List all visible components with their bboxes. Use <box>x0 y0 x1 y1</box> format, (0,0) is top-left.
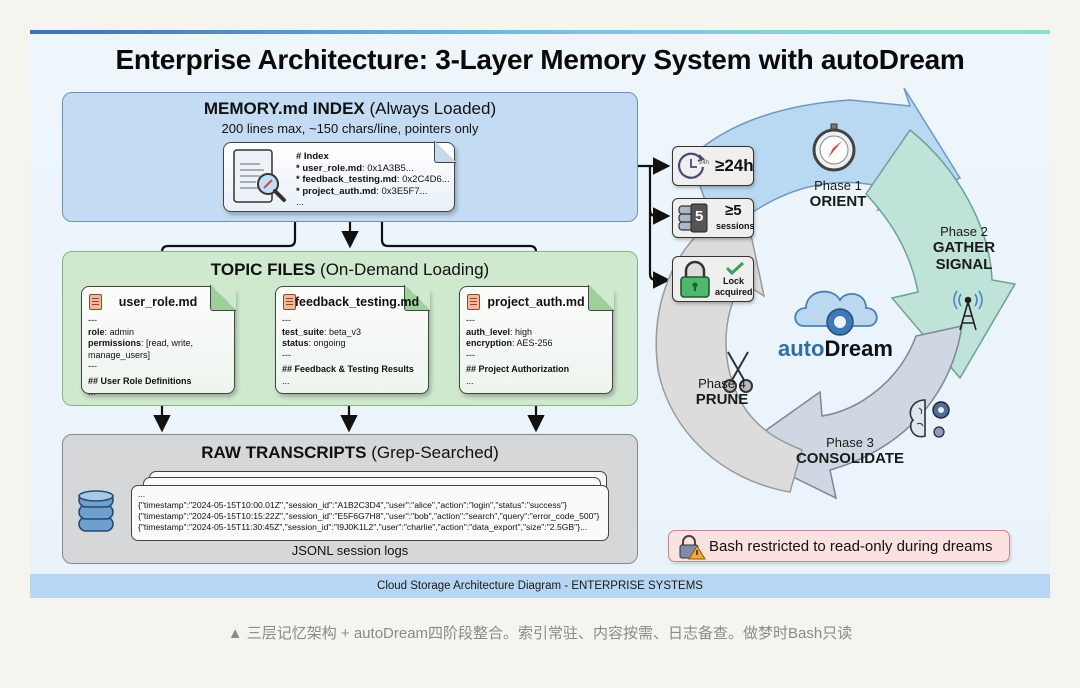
sessions-database-icon <box>678 203 708 233</box>
page-fold <box>210 285 236 311</box>
database-icon <box>78 490 114 532</box>
transcripts-caption: JSONL session logs <box>291 543 409 558</box>
diagram-footer: Cloud Storage Architecture Diagram - ENT… <box>30 574 1050 598</box>
autodream-logo-text: autoDream <box>778 336 893 361</box>
topic-file-content: --- role: admin permissions: [read, writ… <box>88 315 194 397</box>
index-to-trigger-arrows <box>638 157 671 289</box>
topic-file-content: --- test_suite: beta_v3 status: ongoing … <box>282 315 414 386</box>
cloud-gear-icon <box>794 290 878 336</box>
connector-arrows <box>153 87 1017 500</box>
topic-files-layer: TOPIC FILES (On-Demand Loading) user_rol… <box>62 251 638 406</box>
autodream-cycle <box>655 87 1017 500</box>
magnified-document-icon <box>233 149 286 203</box>
raw-transcripts-layer: RAW TRANSCRIPTS (Grep-Searched) ... {"ti… <box>62 434 638 564</box>
trigger-sublabel: sessions <box>716 221 755 231</box>
file-list-icon <box>89 294 102 310</box>
readonly-warning-banner: Bash restricted to read-only during drea… <box>668 530 1010 562</box>
file-list-icon <box>283 294 296 310</box>
figure-caption: ▲ 三层记忆架构 + autoDream四阶段整合。索引常驻、内容按需、日志备查… <box>227 625 853 642</box>
topic-file-name: feedback_testing.md <box>294 295 420 309</box>
trigger-24h[interactable]: 24h ≥24h <box>672 146 754 186</box>
clock-label: 24h <box>699 160 710 166</box>
trigger-label: ≥24h <box>715 156 754 175</box>
diagram-card: Enterprise Architecture: 3-Layer Memory … <box>30 30 1050 598</box>
topic-layer-heading: TOPIC FILES (On-Demand Loading) <box>210 260 490 279</box>
accent-bar <box>30 30 1050 34</box>
file-list-icon <box>467 294 480 310</box>
compass-icon <box>812 123 856 172</box>
transcripts-layer-heading: RAW TRANSCRIPTS (Grep-Searched) <box>201 443 499 462</box>
check-icon <box>725 261 745 276</box>
trigger-lock[interactable]: Lock acquired <box>672 256 754 302</box>
topic-file-project-auth[interactable]: project_auth.md --- auth_level: high enc… <box>459 285 614 394</box>
phase1-arrow <box>689 87 962 273</box>
brain-gears-icon <box>909 399 950 438</box>
jsonl-lines: ... {"timestamp":"2024-05-15T10:00.01Z",… <box>138 489 599 533</box>
index-layer-heading: MEMORY.md INDEX (Always Loaded) <box>203 99 497 118</box>
index-to-topics-arrows <box>153 220 545 275</box>
clock-24h-icon <box>677 152 705 179</box>
topic-file-feedback-testing[interactable]: feedback_testing.md --- test_suite: beta… <box>275 285 430 394</box>
topic-file-content: --- auth_level: high encryption: AES-256… <box>466 315 570 386</box>
index-document[interactable]: # Index * user_role.md: 0x1A3B5... * fee… <box>223 141 456 212</box>
log-line: {"timestamp":"2024-05-15T10:00.01Z","ses… <box>138 500 567 510</box>
memory-index-layer: MEMORY.md INDEX (Always Loaded) 200 line… <box>62 92 638 222</box>
padlock-icon <box>680 260 710 298</box>
log-line: {"timestamp":"2024-05-15T11:30:45Z","ses… <box>138 522 588 532</box>
page-fold <box>404 285 430 311</box>
jsonl-log-sheet[interactable]: ... {"timestamp":"2024-05-15T10:00.01Z",… <box>131 485 609 541</box>
trigger-sessions[interactable]: 5 ≥5 sessions <box>672 198 755 238</box>
index-entries: # Index * user_role.md: 0x1A3B5... * fee… <box>296 151 450 209</box>
page-fold <box>588 285 614 311</box>
index-entry: ... <box>296 197 304 208</box>
log-line: {"timestamp":"2024-05-15T10:15:22Z","ses… <box>138 511 600 521</box>
page-fold <box>434 141 456 163</box>
topic-file-name: project_auth.md <box>487 295 585 309</box>
signal-tower-icon <box>953 290 983 331</box>
index-entry: # Index <box>296 151 329 162</box>
session-count-badge: 5 <box>695 208 704 225</box>
scissors-icon <box>723 351 753 393</box>
index-entry: * feedback_testing.md: 0x2C4D6... <box>296 174 450 185</box>
trigger-label: ≥5 <box>725 202 742 219</box>
index-layer-subtitle: 200 lines max, ~150 chars/line, pointers… <box>221 121 479 136</box>
trigger-sublabel: acquired <box>715 287 753 297</box>
warning-text: Bash restricted to read-only during drea… <box>709 538 993 555</box>
topic-file-name: user_role.md <box>118 295 198 309</box>
index-entry: * project_auth.md: 0x3E5F7... <box>296 185 428 197</box>
diagram-title: Enterprise Architecture: 3-Layer Memory … <box>115 44 965 75</box>
topic-file-user-role[interactable]: user_role.md --- role: admin permissions… <box>81 285 236 397</box>
trigger-label: Lock <box>723 276 745 286</box>
log-line: ... <box>138 489 146 499</box>
lock-warning-icon <box>679 535 706 560</box>
index-entry: * user_role.md: 0x1A3B5... <box>296 162 414 174</box>
phase2-arrow <box>865 128 1017 380</box>
